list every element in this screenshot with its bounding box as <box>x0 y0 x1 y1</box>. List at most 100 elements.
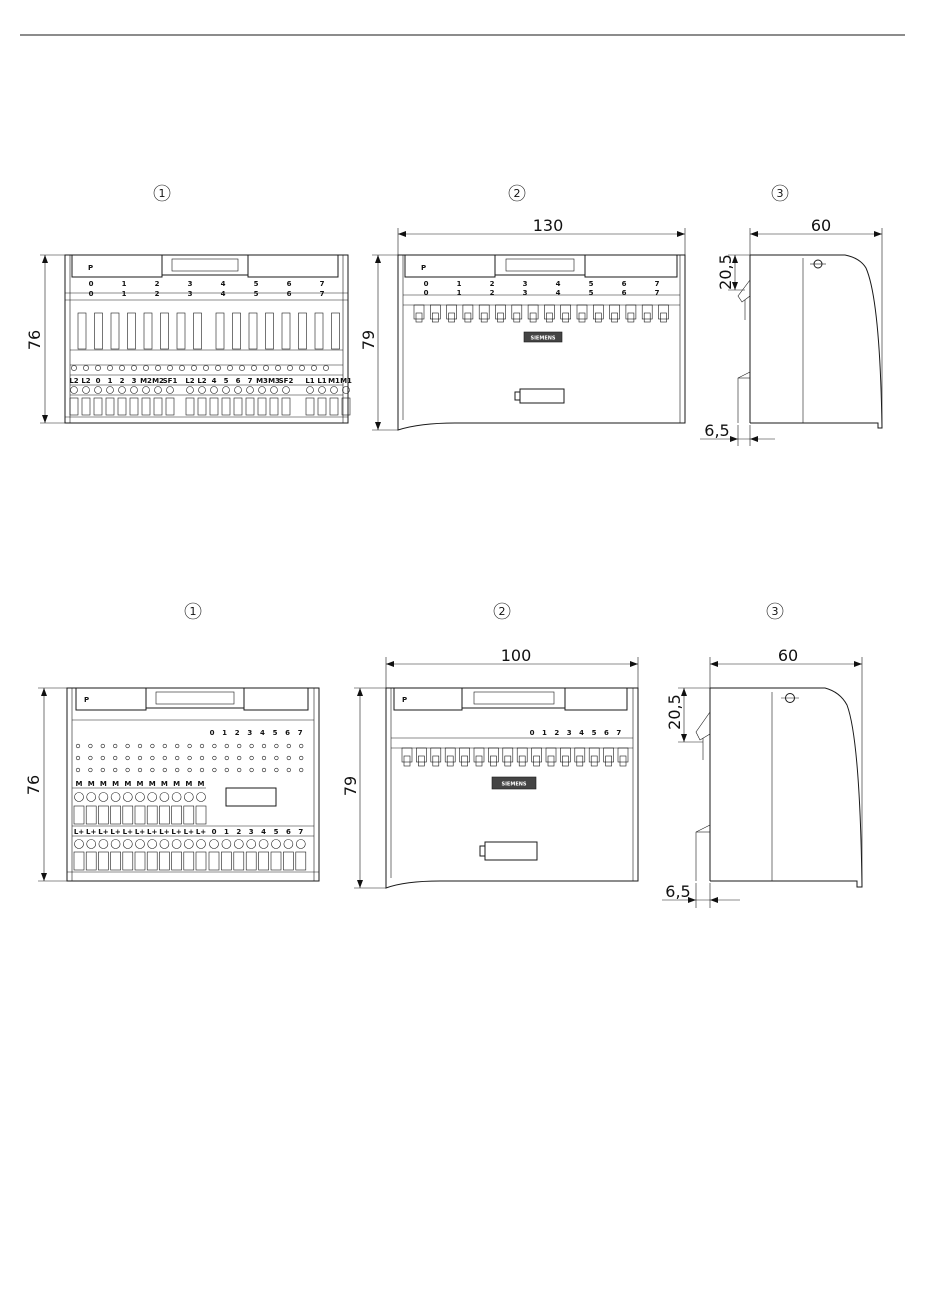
connector-tab <box>473 747 485 763</box>
connector-tab-foot <box>619 755 627 767</box>
switch-slot <box>77 312 87 350</box>
connector-tab-foot <box>497 312 504 323</box>
connector-tab <box>413 304 425 320</box>
switch-slot <box>110 312 120 350</box>
terminal-label: L1 <box>317 377 326 385</box>
terminal-label: 1 <box>108 377 113 385</box>
connector-tab <box>560 304 572 320</box>
svg-text:6,5: 6,5 <box>665 882 690 901</box>
connector-tab <box>603 747 614 763</box>
indicator-dot <box>261 755 267 761</box>
lplus-label: L+ <box>147 828 157 836</box>
terminal-clamp <box>171 805 182 825</box>
svg-text:3: 3 <box>777 187 784 200</box>
terminal-clamp <box>221 851 232 871</box>
terminal-clamp <box>73 851 85 871</box>
svg-text:SIEMENS: SIEMENS <box>501 782 526 788</box>
connector-tab-foot <box>513 312 521 323</box>
connector-tab-foot <box>490 755 497 767</box>
connector-tab-foot <box>611 312 618 323</box>
connector-tab-foot <box>475 755 483 767</box>
connector-tab-foot <box>418 755 425 767</box>
indicator-dot <box>88 755 93 761</box>
channel-number: 6 <box>285 729 290 737</box>
led-dot <box>251 365 257 371</box>
terminal-clamp <box>245 851 257 871</box>
led-dot <box>203 365 209 371</box>
connector-tab-foot <box>529 312 537 323</box>
indicator-dot <box>187 743 192 749</box>
connector-tab <box>446 304 457 320</box>
channel-number: 0 <box>424 289 429 297</box>
terminal-clamp <box>129 397 139 416</box>
led-dot <box>239 365 245 371</box>
terminal-clamp <box>93 397 103 416</box>
connector-tab <box>617 747 629 763</box>
m-label: M <box>198 780 205 788</box>
indicator-dot <box>261 743 267 749</box>
terminal-screw <box>270 386 278 394</box>
terminal-clamp <box>81 397 91 416</box>
switch-slot <box>265 312 274 350</box>
terminal-screw <box>318 386 326 394</box>
terminal-label: M2 <box>140 377 152 385</box>
lplus-label: L+ <box>171 828 181 836</box>
terminal-ring <box>98 792 109 802</box>
indicator-dot <box>88 743 93 749</box>
channel-number: 2 <box>236 828 241 836</box>
svg-text:1: 1 <box>190 605 197 618</box>
channel-number: 4 <box>556 289 561 297</box>
led-dot <box>95 365 101 371</box>
connector-tab <box>401 747 413 763</box>
channel-number: 4 <box>221 280 226 288</box>
switch-slot <box>176 312 186 350</box>
terminal-ring <box>209 839 219 849</box>
connector-tab <box>511 304 523 320</box>
indicator-dot <box>274 755 279 761</box>
svg-text:130: 130 <box>533 216 564 235</box>
dimension-top-height-lower: 79 <box>341 687 386 889</box>
callout-front-upper: 1 <box>153 184 171 202</box>
terminal-label: L2 <box>185 377 194 385</box>
terminal-label: 0 <box>96 377 101 385</box>
connector-tab <box>641 304 653 320</box>
channel-number: 5 <box>589 280 594 288</box>
terminal-clamp <box>305 397 315 416</box>
terminal-screw <box>342 386 350 394</box>
terminal-label: L2 <box>197 377 206 385</box>
terminal-screw <box>130 386 138 394</box>
svg-text:P: P <box>84 696 89 704</box>
channel-number: 3 <box>567 729 572 737</box>
m-label: M <box>112 780 119 788</box>
terminal-screw <box>118 386 126 394</box>
callout-top-upper: 2 <box>508 184 526 202</box>
connector-tab-foot <box>594 312 602 323</box>
connector-tab-foot <box>431 312 439 323</box>
terminal-clamp <box>195 851 207 871</box>
led-dot <box>71 365 77 371</box>
connector-tab <box>545 747 557 763</box>
connector-tab-foot <box>643 312 651 323</box>
indicator-dot <box>125 767 130 773</box>
channel-number: 2 <box>235 729 240 737</box>
dimension-top-width-lower: 100 <box>385 646 639 688</box>
terminal-ring <box>171 792 182 802</box>
connector-tab-foot <box>480 312 488 323</box>
terminal-screw <box>106 386 114 394</box>
channel-number: 1 <box>122 290 127 298</box>
connector-tab-foot <box>533 755 540 767</box>
terminal-ring <box>184 839 194 849</box>
indicator-dot <box>75 743 81 749</box>
svg-text:79: 79 <box>359 330 378 350</box>
connector-tab <box>592 304 604 320</box>
connector-tab-foot <box>578 312 586 323</box>
terminal-clamp <box>171 851 182 871</box>
indicator-dot <box>88 767 93 773</box>
terminal-screw <box>222 386 230 394</box>
led-dot <box>191 365 197 371</box>
switch-slot <box>94 312 103 350</box>
switch-slot <box>331 312 340 350</box>
indicator-dot <box>150 767 155 773</box>
connector-tab <box>416 747 427 763</box>
